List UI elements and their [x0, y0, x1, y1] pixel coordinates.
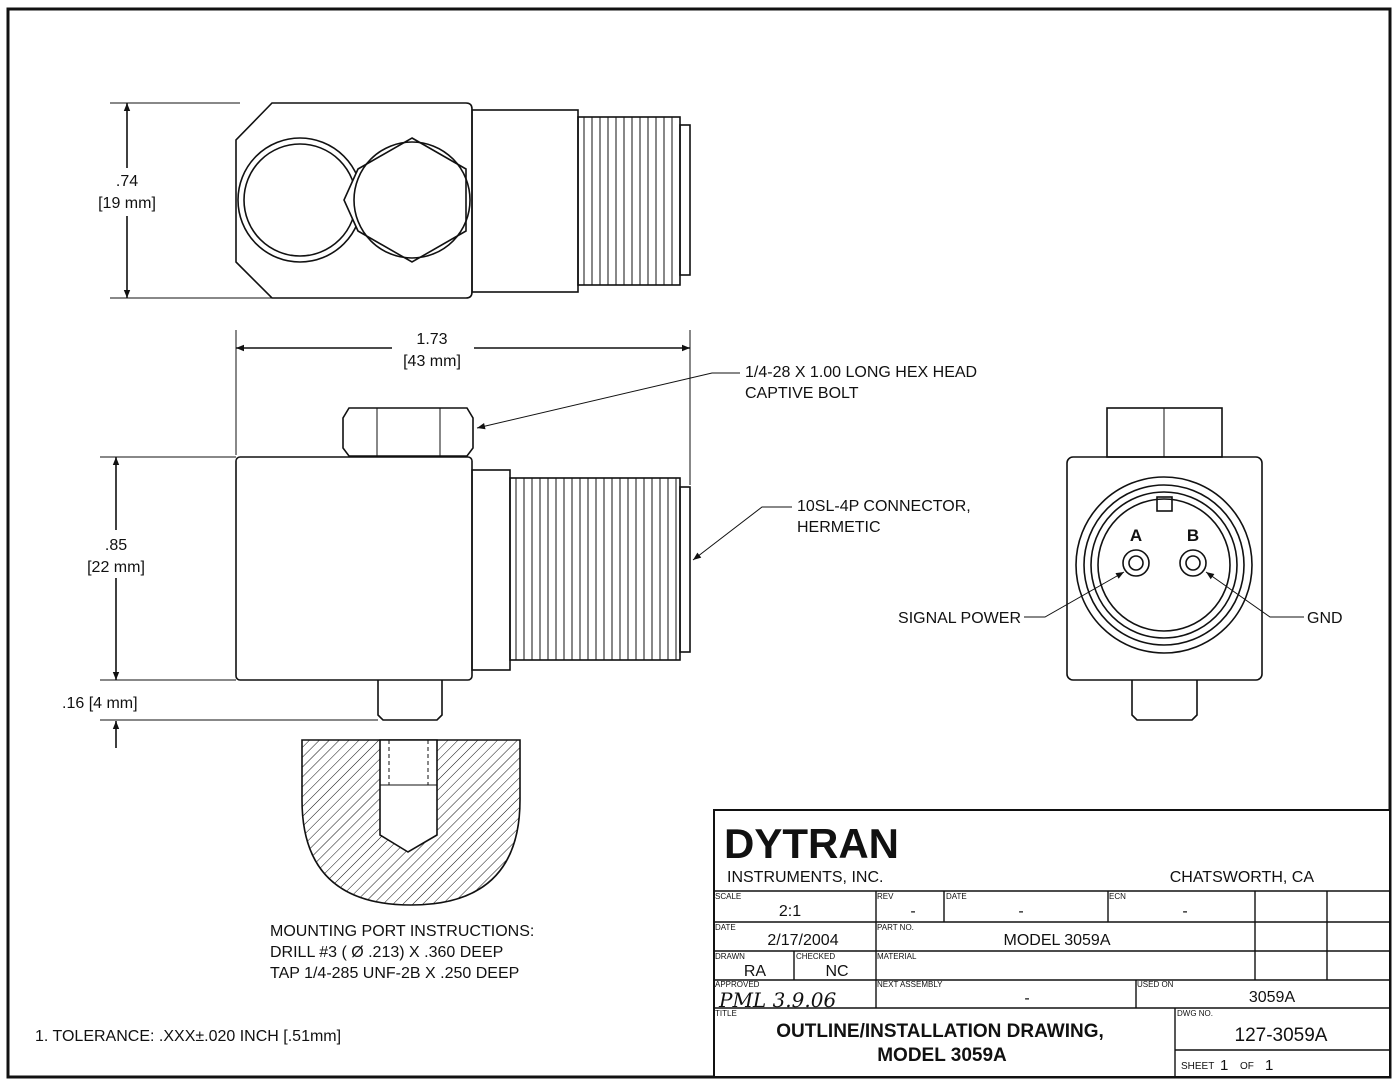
length-dim-mm: [43 mm]: [403, 353, 461, 370]
drawn-label: DRAWN: [715, 952, 745, 961]
bolt-callout-2: CAPTIVE BOLT: [745, 385, 859, 402]
mounting-line-1: MOUNTING PORT INSTRUCTIONS:: [270, 923, 534, 940]
drawn-value: RA: [744, 963, 767, 980]
pin-b-label: B: [1187, 526, 1199, 545]
sheet-border: [6, 7, 1392, 1079]
bolt-callout-1: 1/4-28 X 1.00 LONG HEX HEAD: [745, 364, 977, 381]
top-view: .74 [19 mm]: [92, 102, 691, 299]
company-logo: DYTRAN: [724, 820, 899, 867]
stud-dim: .16 [4 mm]: [62, 695, 138, 712]
of-label: OF: [1240, 1061, 1254, 1072]
date-value: 2/17/2004: [767, 932, 838, 949]
dwg-no-value: 127-3059A: [1235, 1025, 1328, 1046]
mounting-line-3: TAP 1/4-285 UNF-2B X .250 DEEP: [270, 965, 519, 982]
title-line-2: MODEL 3059A: [877, 1045, 1007, 1066]
height-side-dim: .85: [105, 537, 127, 554]
title-label: TITLE: [715, 1009, 737, 1018]
gnd-label: GND: [1307, 610, 1343, 627]
part-label: PART NO.: [877, 923, 914, 932]
length-dim: 1.73: [416, 331, 447, 348]
part-value: MODEL 3059A: [1003, 932, 1110, 949]
pin-a-label: A: [1130, 526, 1142, 545]
mounting-section: MOUNTING PORT INSTRUCTIONS: DRILL #3 ( Ø…: [270, 739, 534, 982]
connector-callout-1: 10SL-4P CONNECTOR,: [797, 498, 971, 515]
checked-label: CHECKED: [796, 952, 835, 961]
ecn-value: -: [1182, 903, 1187, 920]
next-assembly-label: NEXT ASSEMBLY: [877, 980, 943, 989]
scale-label: SCALE: [715, 892, 741, 901]
ecn-label: ECN: [1109, 892, 1126, 901]
checked-value: NC: [825, 963, 848, 980]
rev-label: REV: [877, 892, 894, 901]
signal-power-label: SIGNAL POWER: [898, 610, 1021, 627]
tolerance-note: 1. TOLERANCE: .XXX±.020 INCH [.51mm]: [35, 1028, 341, 1045]
used-on-value: 3059A: [1249, 989, 1296, 1006]
sheet-label: SHEET: [1181, 1061, 1214, 1072]
approved-signature: PML 3.9.06: [718, 988, 836, 1012]
date-label: DATE: [715, 923, 736, 932]
title-block: DYTRAN INSTRUMENTS, INC. CHATSWORTH, CA …: [713, 809, 1391, 1078]
material-label: MATERIAL: [877, 952, 917, 961]
height-top-dim-mm: [19 mm]: [98, 195, 156, 212]
title-line-1: OUTLINE/INSTALLATION DRAWING,: [776, 1021, 1104, 1042]
sheet-value: 1: [1220, 1057, 1228, 1074]
rev-date-value: -: [1018, 903, 1023, 920]
side-view: 1.73 [43 mm] .85 [22 mm] .16 [4 mm] 1/4-…: [62, 326, 977, 748]
company-sub: INSTRUMENTS, INC.: [727, 869, 883, 886]
scale-value: 2:1: [779, 903, 801, 920]
dwg-no-label: DWG NO.: [1177, 1009, 1213, 1018]
of-value: 1: [1265, 1057, 1273, 1074]
used-on-label: USED ON: [1137, 980, 1174, 989]
mounting-line-2: DRILL #3 ( Ø .213) X .360 DEEP: [270, 944, 503, 961]
location: CHATSWORTH, CA: [1170, 869, 1315, 886]
height-top-dim: .74: [116, 173, 138, 190]
approved-label: APPROVED: [715, 980, 760, 989]
rev-date-label: DATE: [946, 892, 967, 901]
connector-callout-2: HERMETIC: [797, 519, 881, 536]
end-view: A B SIGNAL POWER GND: [898, 407, 1343, 721]
height-side-dim-mm: [22 mm]: [87, 559, 145, 576]
rev-value: -: [910, 903, 915, 920]
next-assembly-value: -: [1024, 990, 1029, 1007]
